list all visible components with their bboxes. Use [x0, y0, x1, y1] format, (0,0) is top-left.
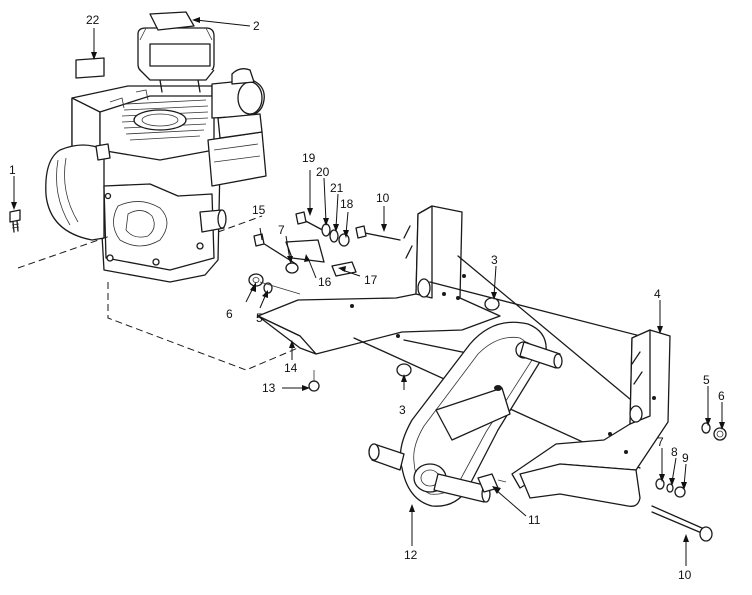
callout-16: 16 — [318, 275, 332, 289]
leader-arrowheads — [11, 17, 725, 542]
callout-4: 4 — [654, 287, 661, 301]
callout-6: 6 — [226, 307, 233, 321]
alignment-lines — [17, 215, 313, 371]
callout-7: 7 — [657, 435, 664, 449]
engine-assembly — [45, 68, 267, 283]
callout-15: 15 — [252, 203, 266, 217]
right-support-bracket — [511, 329, 671, 507]
callout-labels: 1 2 3 3 4 5 5 6 6 7 7 8 9 10 10 11 12 13… — [9, 13, 725, 582]
callout-10: 10 — [678, 568, 692, 582]
callout-19: 19 — [302, 151, 316, 165]
callout-3: 3 — [491, 253, 498, 267]
callout-21: 21 — [330, 181, 344, 195]
callout-13: 13 — [262, 381, 276, 395]
callout-10: 10 — [376, 191, 390, 205]
callout-17: 17 — [364, 273, 378, 287]
callout-9: 9 — [682, 451, 689, 465]
callout-3: 3 — [399, 403, 406, 417]
small-retainer — [477, 473, 507, 493]
callout-5: 5 — [703, 373, 710, 387]
callout-2: 2 — [253, 19, 260, 33]
chain-case — [368, 321, 563, 507]
callout-22: 22 — [86, 13, 100, 27]
callout-14: 14 — [284, 361, 298, 375]
callout-6: 6 — [718, 389, 725, 403]
callout-12: 12 — [404, 548, 418, 562]
callout-18: 18 — [340, 197, 354, 211]
engine-mount-bolt — [9, 209, 21, 233]
air-cleaner — [137, 11, 215, 93]
mounting-plate — [257, 205, 501, 355]
callout-5: 5 — [256, 311, 263, 325]
callout-1: 1 — [9, 163, 16, 177]
callout-8: 8 — [671, 445, 678, 459]
callout-7: 7 — [278, 223, 285, 237]
decal-part — [75, 57, 105, 79]
callout-20: 20 — [316, 165, 330, 179]
callout-11: 11 — [528, 513, 541, 527]
